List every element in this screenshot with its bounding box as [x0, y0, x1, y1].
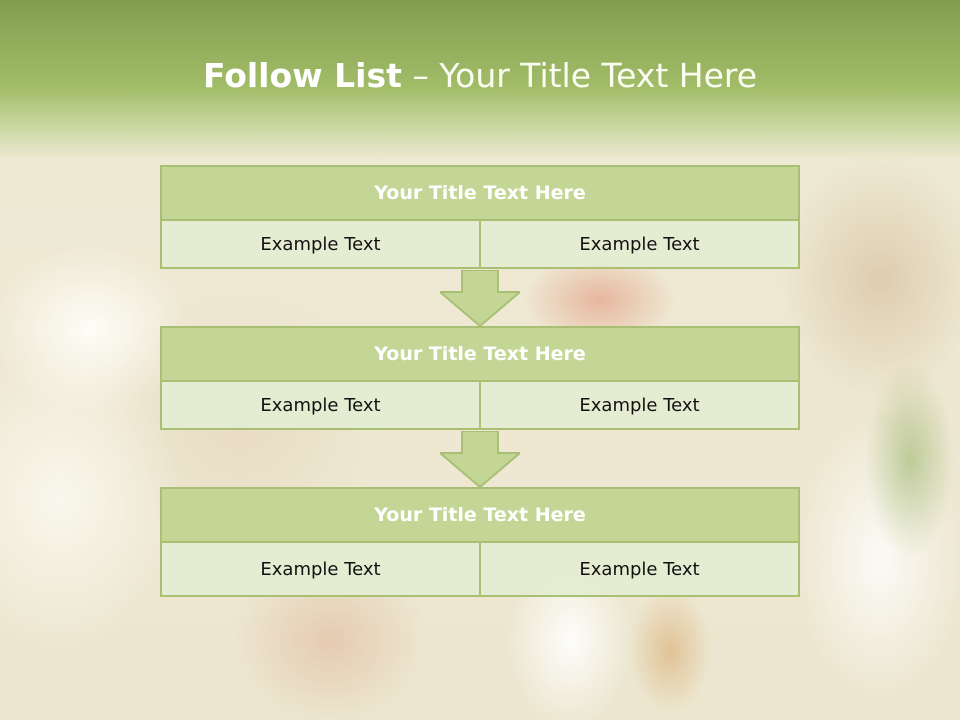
block-cell-left: Example Text [160, 380, 481, 430]
list-block-1: Your Title Text Here Example Text Exampl… [160, 165, 800, 269]
slide-title: Follow List – Your Title Text Here [0, 56, 960, 95]
block-title: Your Title Text Here [160, 487, 800, 543]
block-cell-right: Example Text [479, 380, 800, 430]
background-scarf [850, 330, 960, 590]
slide-title-bold: Follow List [202, 56, 402, 95]
block-cell-right: Example Text [479, 541, 800, 597]
down-arrow-icon [440, 431, 520, 487]
list-block-2: Your Title Text Here Example Text Exampl… [160, 326, 800, 430]
block-cell-left: Example Text [160, 541, 481, 597]
block-cell-right: Example Text [479, 219, 800, 269]
header-band [0, 0, 960, 160]
block-title: Your Title Text Here [160, 326, 800, 382]
block-cell-left: Example Text [160, 219, 481, 269]
down-arrow-icon [440, 270, 520, 326]
list-block-3: Your Title Text Here Example Text Exampl… [160, 487, 800, 597]
block-title: Your Title Text Here [160, 165, 800, 221]
slide-title-rest: – Your Title Text Here [401, 56, 758, 95]
block-row: Example Text Example Text [160, 380, 800, 430]
block-row: Example Text Example Text [160, 541, 800, 597]
block-row: Example Text Example Text [160, 219, 800, 269]
